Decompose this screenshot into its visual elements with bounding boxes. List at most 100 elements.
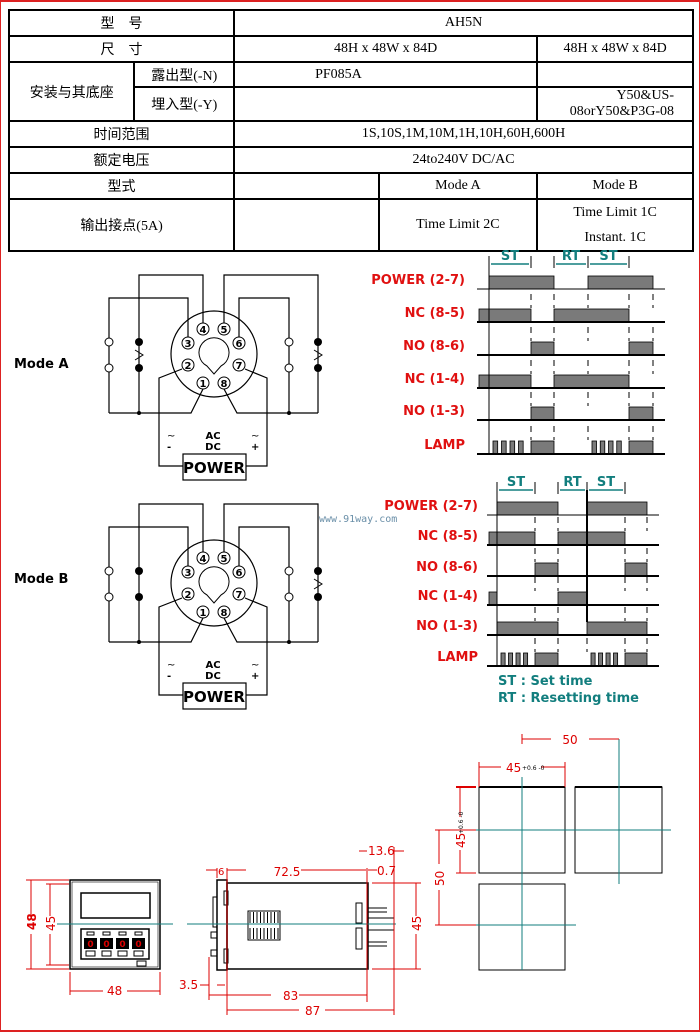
pin-6	[232, 336, 246, 350]
power-box	[182, 682, 247, 710]
pin-4	[196, 551, 210, 565]
pin-number: 6	[236, 339, 243, 350]
signal-high	[628, 341, 654, 356]
pin-number: 4	[200, 325, 207, 336]
mode-b-label: Mode B	[14, 572, 68, 587]
row-output: 输出接点(5A) Time Limit 2C Time Limit 1C Ins…	[7, 198, 694, 252]
signal-label: LAMP	[424, 438, 465, 453]
switch-down	[101, 950, 112, 957]
row-mount-flush: 埋入型(-Y) Y50&US-08orY50&P3G-08	[9, 86, 694, 122]
switch-window	[84, 938, 97, 949]
dim-3-5: 3.5	[179, 978, 198, 992]
wire-pin6	[238, 297, 290, 413]
lamp-pulse	[605, 652, 611, 667]
contact-closed	[314, 593, 322, 601]
pin-2	[181, 587, 195, 601]
contact-closed	[314, 338, 322, 346]
contact-closed	[314, 364, 322, 372]
signal-high	[488, 531, 536, 546]
ac-label: AC	[205, 431, 220, 442]
wire-pin6	[238, 526, 290, 642]
junction-dot	[137, 411, 141, 415]
row-time-range: 时间范围 1S,10S,1M,10M,1H,10H,60H,600H	[7, 120, 694, 148]
dim-cutout-pitch-v-50: 50	[433, 871, 447, 886]
wire-pin2	[158, 368, 183, 467]
signal-high	[557, 591, 588, 606]
type-value-blank	[233, 172, 380, 200]
rt-label: RT	[562, 249, 580, 264]
switch-up	[134, 931, 143, 936]
pin-7	[232, 358, 246, 372]
pin-number: 5	[221, 554, 228, 565]
signal-high	[587, 275, 654, 290]
row-size: 尺 寸 48H x 48W x 84D 48H x 48W x 84D	[7, 35, 694, 63]
switch-down	[133, 950, 144, 957]
pin-5	[217, 551, 231, 565]
type-mode-a: Mode A	[377, 172, 539, 200]
pin-number: 3	[185, 568, 192, 579]
wire-pin7	[244, 368, 268, 467]
plus-label: +	[251, 442, 259, 453]
signal-high	[496, 621, 559, 636]
output-blank	[233, 198, 380, 252]
st-label: ST	[507, 475, 525, 490]
pin-5	[217, 322, 231, 336]
switch-down	[117, 950, 128, 957]
signal-label: NO (8-6)	[416, 560, 478, 575]
signal-label: NC (8-5)	[405, 306, 465, 321]
contact-open	[284, 363, 294, 373]
output-mode-b-line1: Time Limit 1C	[573, 205, 657, 220]
mode-a-label: Mode A	[14, 357, 69, 372]
lamp-pulse	[523, 652, 529, 667]
pin-number: 6	[236, 568, 243, 579]
signal-label: NC (8-5)	[418, 529, 478, 544]
legend-rt: RT : Resetting time	[498, 691, 639, 706]
st-label: ST	[501, 249, 519, 264]
output-mode-a: Time Limit 2C	[377, 198, 539, 252]
signal-label: NC (1-4)	[405, 372, 465, 387]
junction-dot	[287, 640, 291, 644]
lamp-pulse	[590, 652, 596, 667]
signal-high	[624, 562, 648, 577]
dim-flange-6: 6	[218, 867, 224, 878]
signal-label: NO (1-3)	[416, 619, 478, 634]
socket-key-hole	[198, 337, 230, 375]
row-voltage: 额定电压 24to240V DC/AC	[7, 146, 694, 174]
voltage-value: 24to240V DC/AC	[233, 146, 694, 174]
signal-high	[530, 341, 555, 356]
output-mode-b: Time Limit 1C Instant. 1C	[536, 198, 694, 252]
minus-label: -	[167, 442, 171, 453]
pin-number: 7	[236, 590, 243, 601]
cutout-center-lines	[437, 739, 671, 970]
signal-high	[586, 501, 648, 516]
lamp-pulse	[613, 652, 619, 667]
digit: 0	[135, 940, 141, 950]
output-label: 输出接点(5A)	[7, 198, 236, 252]
socket-outline	[170, 310, 258, 398]
pin-number: 1	[200, 379, 207, 390]
power-label: POWER	[183, 688, 246, 706]
lamp-pulse	[509, 440, 516, 455]
type-mode-b: Mode B	[536, 172, 694, 200]
signal-high	[628, 406, 654, 421]
timed-contact-icon	[134, 349, 144, 361]
timed-contact-icon	[313, 349, 323, 361]
lamp-pulse	[591, 440, 597, 455]
socket-key-hole	[198, 566, 230, 604]
signal-high	[530, 440, 555, 455]
type-label: 型式	[7, 172, 236, 200]
output-mode-b-line2: Instant. 1C	[584, 230, 646, 245]
lamp-pulse	[598, 652, 604, 667]
socket-outline	[170, 539, 258, 627]
junction-dot	[137, 640, 141, 644]
pin-4	[196, 322, 210, 336]
junction-dot	[287, 411, 291, 415]
dim-pins-13-6: 13.6	[368, 844, 395, 858]
plus-label: +	[251, 671, 259, 682]
size-value-b: 48H x 48W x 84D	[536, 35, 694, 63]
signal-high	[553, 374, 630, 389]
pin-6	[232, 565, 246, 579]
contact-open	[104, 566, 114, 576]
contact-open	[104, 592, 114, 602]
